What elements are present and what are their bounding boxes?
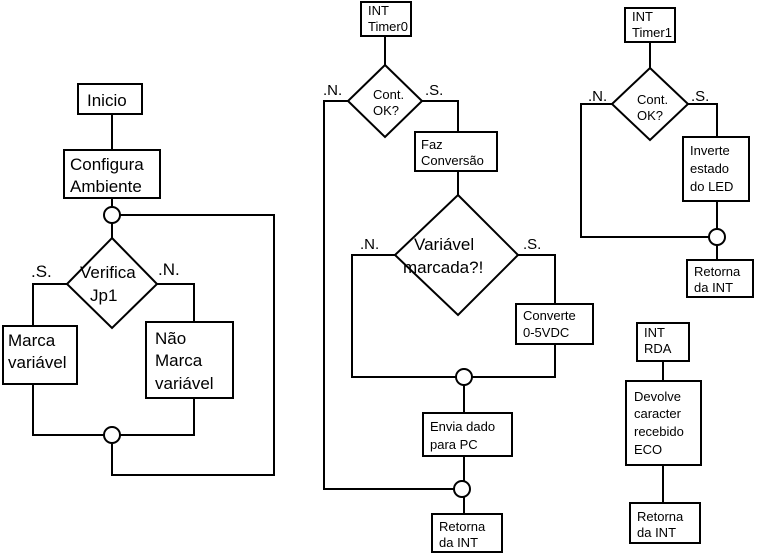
mark-box: [2, 325, 78, 385]
echo-label: ECO: [634, 442, 662, 457]
no-branch-line: [157, 283, 195, 322]
yes2-branch-line: [518, 254, 556, 304]
return-label: Retorna: [637, 509, 684, 524]
yes-label: .S.: [691, 88, 709, 105]
convert-box: [414, 131, 498, 172]
int-label: RDA: [644, 341, 672, 356]
return-box: [629, 502, 701, 544]
int-label: Timer1: [632, 25, 672, 40]
flow-timer1: INT Timer1 Cont. OK? .N. .S. Inverte est…: [580, 7, 754, 298]
merge-left-line: [32, 384, 104, 436]
echo-label: caracter: [634, 406, 682, 421]
merge-right-line: [120, 398, 195, 436]
mark-label: variável: [8, 353, 67, 372]
junction: [708, 228, 726, 246]
start-box: [77, 83, 143, 115]
convert-label: Conversão: [421, 153, 484, 168]
return-label: da INT: [439, 535, 478, 550]
int-label: Timer0: [368, 19, 408, 34]
yes-label: .S.: [31, 262, 52, 281]
config-box: [63, 149, 161, 199]
converte-label: Converte: [523, 308, 576, 323]
int-label: INT: [644, 325, 665, 340]
no1-branch-line: [323, 100, 454, 490]
flow-timer0: INT Timer0 Cont. OK? .N. .S. Faz Convers…: [323, 1, 594, 553]
decision-verifica: [65, 236, 159, 330]
junction: [455, 368, 473, 386]
int-timer1-box: [624, 7, 676, 43]
config-label: Configura: [70, 155, 144, 174]
invert-box: [682, 136, 750, 202]
decision-variavel: [393, 193, 520, 317]
nomark-label: variável: [155, 374, 214, 393]
start-label: Inicio: [87, 91, 127, 110]
send-box: [422, 412, 513, 457]
yes-branch-line: [688, 103, 718, 137]
invert-label: do LED: [690, 179, 733, 194]
decision-label: Cont.: [373, 87, 404, 102]
return-label: da INT: [637, 525, 676, 540]
invert-label: estado: [690, 161, 729, 176]
yes-label: .S.: [523, 236, 541, 253]
yes-branch-line: [32, 283, 67, 326]
decision-label: Jp1: [90, 286, 117, 305]
echo-label: Devolve: [634, 389, 681, 404]
convert-label: Faz: [421, 137, 443, 152]
decision-label: Variável: [414, 235, 474, 254]
junction: [103, 426, 121, 444]
int-label: INT: [632, 9, 653, 24]
junction: [453, 480, 471, 498]
decision-label: marcada?!: [403, 258, 483, 277]
no-branch-line: [580, 103, 709, 238]
yes-label: .S.: [425, 82, 443, 99]
yes1-branch-line: [422, 100, 459, 132]
echo-box: [625, 380, 702, 466]
return-label: da INT: [694, 280, 733, 295]
decision-label: OK?: [637, 108, 663, 123]
flow-main: Inicio Configura Ambiente Verifica Jp1 .…: [2, 83, 275, 476]
return-box: [431, 513, 503, 553]
return-box: [686, 259, 754, 298]
no-label: .N.: [323, 82, 342, 99]
loop-back-line: [111, 214, 275, 476]
junction: [103, 206, 121, 224]
decision-label: Verifica: [80, 263, 136, 282]
merge-line: [472, 344, 556, 378]
converte-label: 0-5VDC: [523, 325, 569, 340]
decision-cont-ok: [610, 66, 690, 142]
config-label: Ambiente: [70, 177, 142, 196]
nomark-label: Não: [155, 329, 186, 348]
int-rda-box: [636, 322, 690, 362]
return-label: Retorna: [439, 519, 486, 534]
converte-box: [515, 303, 594, 345]
int-timer0-box: [360, 1, 412, 37]
int-label: INT: [368, 3, 389, 18]
no2-branch-line: [351, 254, 456, 378]
send-label: para PC: [430, 437, 478, 452]
nomark-box: [145, 321, 234, 399]
echo-label: recebido: [634, 424, 684, 439]
no-label: .N.: [588, 88, 607, 105]
return-label: Retorna: [694, 264, 741, 279]
decision-cont-ok: [346, 63, 424, 139]
flow-rda: INT RDA Devolve caracter recebido ECO Re…: [625, 322, 702, 544]
no-label: .N.: [158, 260, 180, 279]
nomark-label: Marca: [155, 351, 203, 370]
decision-label: Cont.: [637, 92, 668, 107]
send-label: Envia dado: [430, 419, 495, 434]
decision-label: OK?: [373, 103, 399, 118]
no-label: .N.: [360, 236, 379, 253]
mark-label: Marca: [8, 331, 56, 350]
invert-label: Inverte: [690, 143, 730, 158]
